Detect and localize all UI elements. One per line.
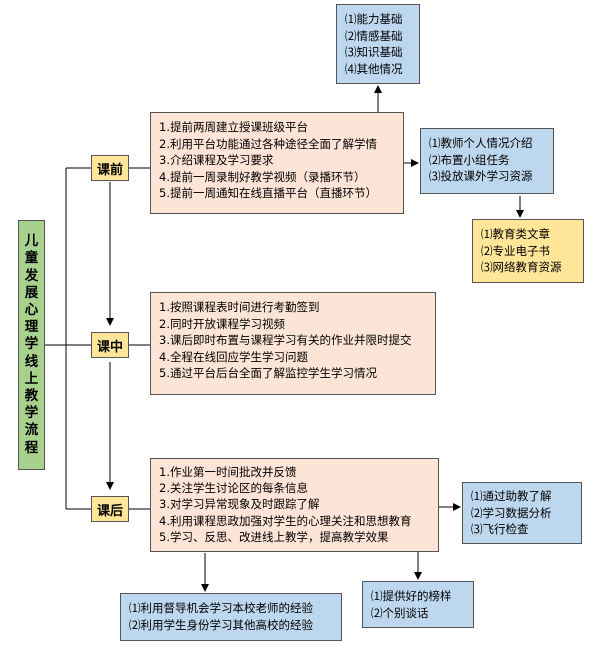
stage-after: 课后 [91, 496, 129, 522]
basics-item-1: ⑴能力基础 [345, 12, 403, 26]
before-step-1: 1.提前两周建立授课班级平台 [159, 120, 308, 134]
tracking-item-2: ⑵学习数据分析 [471, 505, 552, 520]
resources-item-2: ⑵专业电子书 [481, 243, 550, 258]
basics-box: ⑴能力基础 ⑵情感基础 ⑶知识基础 ⑷其他情况 [336, 4, 420, 84]
intro-item-1: ⑴教师个人情况介绍 [429, 136, 533, 150]
after-step-5: 5.学习、反思、改进线上教学，提高教学效果 [159, 529, 389, 544]
during-step-4: 4.全程在线回应学生学习问题 [159, 349, 308, 364]
title-char: 展 [24, 284, 39, 301]
after-step-1: 1.作业第一时间批改并反馈 [159, 465, 297, 479]
basics-item-2: ⑵情感基础 [345, 28, 403, 43]
before-step-5: 5.提前一周通知在线直播平台（直播环节） [159, 186, 377, 200]
title-char: 儿 [24, 233, 39, 250]
after-step-2: 2.关注学生讨论区的每条信息 [159, 481, 308, 496]
before-steps-box: 1.提前两周建立授课班级平台 2.利用平台功能通过各种途径全面了解学情 3.介绍… [150, 112, 404, 214]
improve-item-1: ⑴利用督导机会学习本校老师的经验 [129, 601, 313, 615]
stage-before: 课前 [91, 155, 129, 181]
title-char: 心 [24, 301, 39, 318]
after-step-4: 4.利用课程思政加强对学生的心理关注和思想教育 [159, 513, 412, 528]
resources-item-3: ⑶网络教育资源 [481, 260, 562, 274]
tracking-item-3: ⑶飞行检查 [471, 522, 529, 536]
title-char: 理 [24, 319, 39, 336]
basics-item-4: ⑷其他情况 [345, 61, 403, 76]
during-step-5: 5.通过平台后台全面了解监控学生学习情况 [159, 366, 377, 380]
title-char: 发 [24, 267, 39, 284]
stage-during-label: 课中 [96, 339, 123, 355]
after-step-3: 3.对学习异常现象及时跟踪了解 [159, 497, 320, 512]
during-step-1: 1.按照课程表时间进行考勤签到 [159, 300, 320, 314]
title-char: 流 [24, 422, 39, 439]
during-steps-box: 1.按照课程表时间进行考勤签到 2.同时开放课程学习视频 3.课后即时布置与课程… [150, 292, 436, 395]
flow-title: 儿童发展心理学线上教学流程 [18, 220, 45, 470]
intro-box: ⑴教师个人情况介绍 ⑵布置小组任务 ⑶投放课外学习资源 [420, 128, 554, 194]
title-char: 教 [24, 388, 39, 404]
intro-item-3: ⑶投放课外学习资源 [429, 169, 533, 183]
stage-during: 课中 [91, 332, 129, 358]
during-step-3: 3.课后即时布置与课程学习有关的作业并限时提交 [159, 333, 412, 347]
resources-box: ⑴教育类文章 ⑵专业电子书 ⑶网络教育资源 [472, 219, 584, 283]
after-steps-box: 1.作业第一时间批改并反馈 2.关注学生讨论区的每条信息 3.对学习异常现象及时… [150, 458, 439, 552]
title-char: 学 [24, 405, 39, 422]
title-char: 上 [24, 370, 39, 387]
during-step-2: 2.同时开放课程学习视频 [159, 316, 285, 331]
care-item-2: ⑵个别谈话 [371, 605, 429, 620]
tracking-box: ⑴通过助教了解 ⑵学习数据分析 ⑶飞行检查 [462, 482, 582, 544]
basics-item-3: ⑶知识基础 [345, 45, 403, 59]
title-char: 线 [24, 353, 39, 370]
before-step-2: 2.利用平台功能通过各种途径全面了解学情 [159, 136, 377, 151]
resources-item-1: ⑴教育类文章 [481, 227, 550, 241]
title-char: 童 [24, 250, 39, 267]
stage-after-label: 课后 [96, 503, 123, 519]
improve-box: ⑴利用督导机会学习本校老师的经验 ⑵利用学生身份学习其他高校的经验 [120, 593, 342, 641]
before-step-4: 4.提前一周录制好教学视频（录播环节） [159, 169, 366, 184]
care-item-1: ⑴提供好的榜样 [371, 589, 452, 603]
improve-item-2: ⑵利用学生身份学习其他高校的经验 [129, 617, 313, 632]
title-char: 学 [24, 336, 39, 353]
title-char: 程 [24, 439, 39, 456]
care-box: ⑴提供好的榜样 ⑵个别谈话 [362, 581, 474, 628]
stage-before-label: 课前 [96, 162, 123, 178]
before-step-3: 3.介绍课程及学习要求 [159, 153, 274, 167]
intro-item-2: ⑵布置小组任务 [429, 152, 510, 167]
tracking-item-1: ⑴通过助教了解 [471, 489, 552, 503]
